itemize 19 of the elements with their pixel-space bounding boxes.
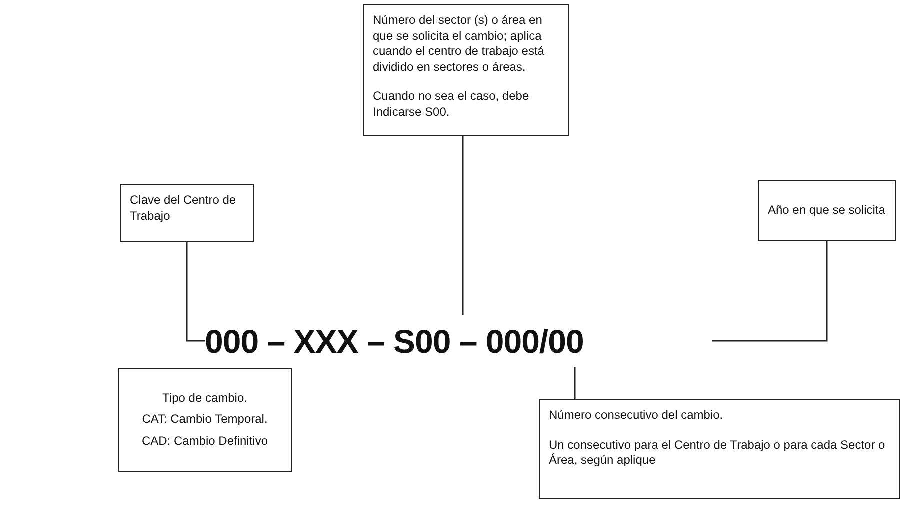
note-box [363,4,569,136]
note-box [118,368,292,472]
note-text: Año en que se solicita [768,202,886,218]
note-text: Cuando no sea el caso, debe Indicarse S00. [373,89,530,121]
leader-line [712,241,828,342]
code-text: 000 – XXX – S00 – 000/00 [205,324,584,358]
note-box [758,180,896,241]
note-box [120,184,254,242]
note-text: CAD: Cambio Definitivo [142,434,268,450]
note-text: Un consecutivo para el Centro de Trabajo o para cada Sector o Área, según aplique [549,438,886,469]
leader-line [574,367,576,399]
note-text: CAT: Cambio Temporal. [142,412,268,428]
note-text: Número del sector (s) o área en que se solicita el cambio; aplica cuando el centro de trabajo está dividido en sectores o áreas. [373,13,546,76]
leader-line [462,136,464,315]
note-text: Tipo de cambio. [162,390,248,406]
leader-line [186,242,205,342]
note-text: Número consecutivo del cambio. [549,408,724,424]
note-text: Clave del Centro de Trabajo [130,193,238,224]
note-box [539,399,900,499]
